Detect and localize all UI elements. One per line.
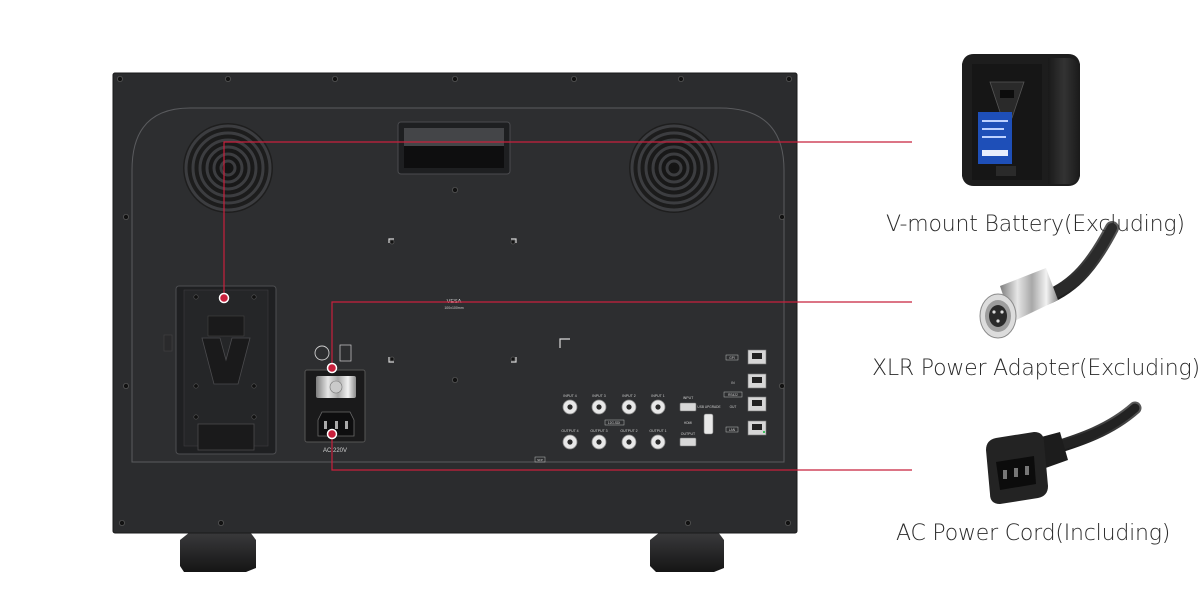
svg-text:OUTPUT 3: OUTPUT 3: [590, 429, 607, 433]
svg-text:INPUT 4: INPUT 4: [563, 394, 576, 398]
svg-text:OUTPUT 4: OUTPUT 4: [561, 429, 578, 433]
svg-text:INPUT 1: INPUT 1: [651, 394, 664, 398]
chassis-screws: [117, 76, 793, 527]
carry-handle: [397, 121, 511, 175]
v-mount-battery-label: V-mount Battery(Excluding): [886, 212, 1185, 237]
usb-port[interactable]: [703, 413, 714, 435]
rs422-label: RS422: [728, 393, 738, 397]
v-mount-battery-image: [962, 54, 1080, 186]
svg-text:OUTPUT 2: OUTPUT 2: [620, 429, 637, 433]
xlr-power-adapter-label: XLR Power Adapter(Excluding): [872, 356, 1200, 381]
left-fan-grille: [183, 123, 273, 213]
svg-text:INPUT 3: INPUT 3: [592, 394, 605, 398]
vesa-holes: [389, 239, 516, 362]
sdi-input-labels: INPUT 4 INPUT 3 INPUT 2 INPUT 1: [563, 394, 664, 398]
svg-text:OUTPUT 1: OUTPUT 1: [649, 429, 666, 433]
out-label: OUT: [730, 405, 737, 409]
callout-dots: [218, 292, 338, 440]
in-label: IN: [731, 381, 735, 385]
hdmi-output-port[interactable]: [679, 437, 697, 447]
rear-panel-outline: [131, 107, 785, 463]
sdi-group-label: 12G-SDI: [608, 421, 621, 425]
ac-power-cord-label: AC Power Cord(Including): [896, 521, 1171, 546]
sfp-label: SFP: [537, 458, 543, 462]
hdmi-input-label: INPUT: [683, 396, 694, 400]
power-section: AC 220V: [304, 344, 366, 454]
lan-label: LAN: [729, 428, 736, 432]
vesa-mount-marks: [388, 238, 570, 363]
svg-text:INPUT 2: INPUT 2: [622, 394, 635, 398]
hdmi-group-label: HDMI: [684, 421, 692, 425]
vesa-size-label: 100x100mm: [444, 306, 463, 310]
right-fan-grille: [629, 123, 719, 213]
callout-lines: [223, 141, 912, 471]
v-mount-plate: [163, 285, 277, 455]
usb-upgrade-label: USB UPGRADE: [697, 405, 720, 409]
hdmi-input-port[interactable]: [679, 402, 697, 412]
gpi-label: GPI: [729, 356, 735, 360]
sdi-output-labels: OUTPUT 4 OUTPUT 3 OUTPUT 2 OUTPUT 1: [561, 429, 666, 433]
ac-voltage-label: AC 220V: [323, 448, 347, 454]
hdmi-output-label: OUTPUT: [681, 432, 696, 436]
monitor-feet: [180, 532, 724, 572]
ac-power-cord-image: [986, 401, 1142, 504]
xlr-connector-image: [979, 221, 1119, 339]
